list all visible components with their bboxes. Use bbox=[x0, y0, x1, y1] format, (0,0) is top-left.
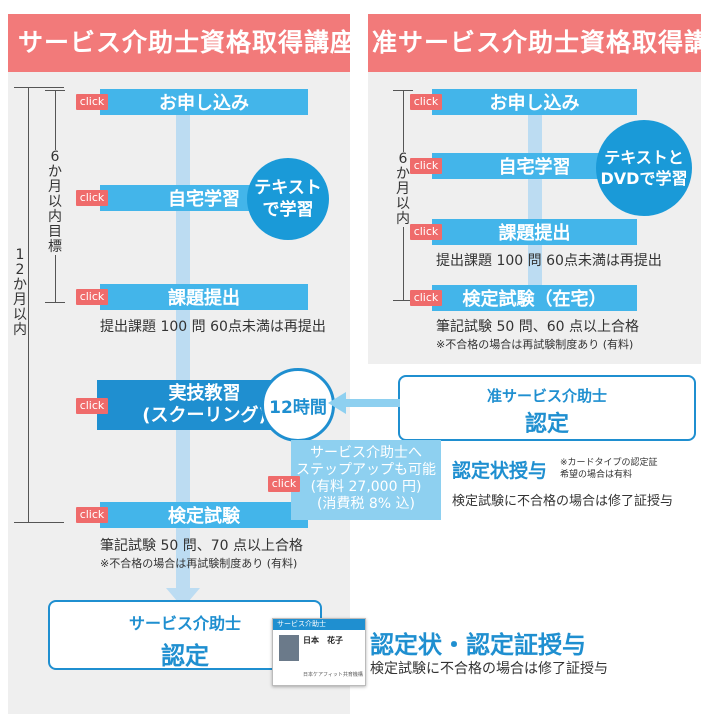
right-click-home-study[interactable]: click bbox=[410, 158, 442, 174]
left-cert-title: サービス介助士 bbox=[128, 614, 241, 633]
left-submit-note: 提出課題 100 問 60点未満は再提出 bbox=[100, 319, 326, 335]
left-award-sub: 検定試験に不合格の場合は修了証授与 bbox=[370, 661, 608, 677]
left-exam-retest-note: ※不合格の場合は再試験制度あり (有料) bbox=[100, 557, 298, 570]
left-header: サービス介助士資格取得講座 bbox=[8, 14, 350, 72]
left-click-submit[interactable]: click bbox=[76, 289, 108, 305]
left-6m-bottom-tick bbox=[45, 302, 65, 303]
card-photo bbox=[279, 635, 299, 661]
left-step-exam: 検定試験 bbox=[100, 502, 308, 528]
stepup-arrow-line bbox=[342, 399, 400, 407]
right-text-dvd-circle: テキストと DVDで学習 bbox=[596, 120, 692, 216]
right-click-apply[interactable]: click bbox=[410, 94, 442, 110]
right-exam-retest-note: ※不合格の場合は再試験制度あり (有料) bbox=[436, 338, 634, 351]
right-flow-bar bbox=[528, 100, 542, 295]
right-award-card-note: ※カードタイプの認定証 希望の場合は有料 bbox=[560, 458, 658, 480]
left-certification-box: サービス介助士 認定 bbox=[48, 600, 322, 670]
left-exam-note: 筆記試験 50 問、70 点以上合格 bbox=[100, 538, 303, 554]
stepup-text: サービス介助士へ ステップアップも可能 (有料 27,000 円) (消費税 8… bbox=[296, 445, 436, 512]
twelve-hours-circle: 12時間 bbox=[261, 368, 335, 442]
right-cert-title: 准サービス介助士 bbox=[486, 387, 607, 405]
stepup-box: サービス介助士へ ステップアップも可能 (有料 27,000 円) (消費税 8… bbox=[291, 440, 441, 520]
left-flow-bar bbox=[176, 100, 190, 600]
right-click-exam[interactable]: click bbox=[410, 290, 442, 306]
left-cert-label: 認定 bbox=[161, 642, 209, 670]
right-cert-label: 認定 bbox=[524, 412, 569, 437]
left-6-months-label: 6か月以内目標 bbox=[47, 149, 63, 255]
right-header: 准サービス介助士資格取得講座 bbox=[368, 14, 701, 72]
left-12m-top-tick bbox=[14, 87, 64, 88]
card-header: サービス介助士 bbox=[273, 619, 365, 630]
id-card-image: サービス介助士 日本 花子 日本ケアフィット共育機構 bbox=[272, 618, 366, 686]
right-step-exam: 検定試験（在宅） bbox=[432, 285, 637, 311]
right-award-sub: 検定試験に不合格の場合は修了証授与 bbox=[452, 494, 674, 509]
left-text-study-circle: テキスト で学習 bbox=[247, 158, 329, 240]
right-6-months-label: 6か月以内 bbox=[395, 151, 411, 227]
card-footer: 日本ケアフィット共育機構 bbox=[303, 672, 363, 678]
right-submit-note: 提出課題 100 問 60点未満は再提出 bbox=[436, 253, 662, 269]
left-click-schooling[interactable]: click bbox=[76, 398, 108, 414]
right-click-submit[interactable]: click bbox=[410, 224, 442, 240]
right-exam-note: 筆記試験 50 問、60 点以上合格 bbox=[436, 319, 639, 335]
left-click-apply[interactable]: click bbox=[76, 94, 108, 110]
left-step-submit: 課題提出 bbox=[100, 284, 308, 310]
card-name: 日本 花子 bbox=[303, 636, 343, 645]
right-certification-box: 准サービス介助士 認定 bbox=[398, 375, 696, 441]
left-click-exam[interactable]: click bbox=[76, 507, 108, 523]
left-award-title: 認定状・認定証授与 bbox=[370, 631, 586, 659]
stepup-arrow-head bbox=[328, 392, 346, 414]
left-12m-bottom-tick bbox=[14, 522, 64, 523]
right-step-submit: 課題提出 bbox=[432, 219, 637, 245]
left-step-apply: お申し込み bbox=[100, 89, 308, 115]
left-click-home-study[interactable]: click bbox=[76, 190, 108, 206]
stepup-click[interactable]: click bbox=[268, 476, 300, 492]
right-step-apply: お申し込み bbox=[432, 89, 637, 115]
right-6m-bottom-tick bbox=[393, 300, 413, 301]
left-flow-arrow bbox=[166, 588, 200, 608]
left-12m-line bbox=[28, 87, 29, 522]
right-award-title: 認定状授与 bbox=[452, 460, 548, 482]
left-12-months-label: 12か月以内 bbox=[12, 247, 28, 338]
